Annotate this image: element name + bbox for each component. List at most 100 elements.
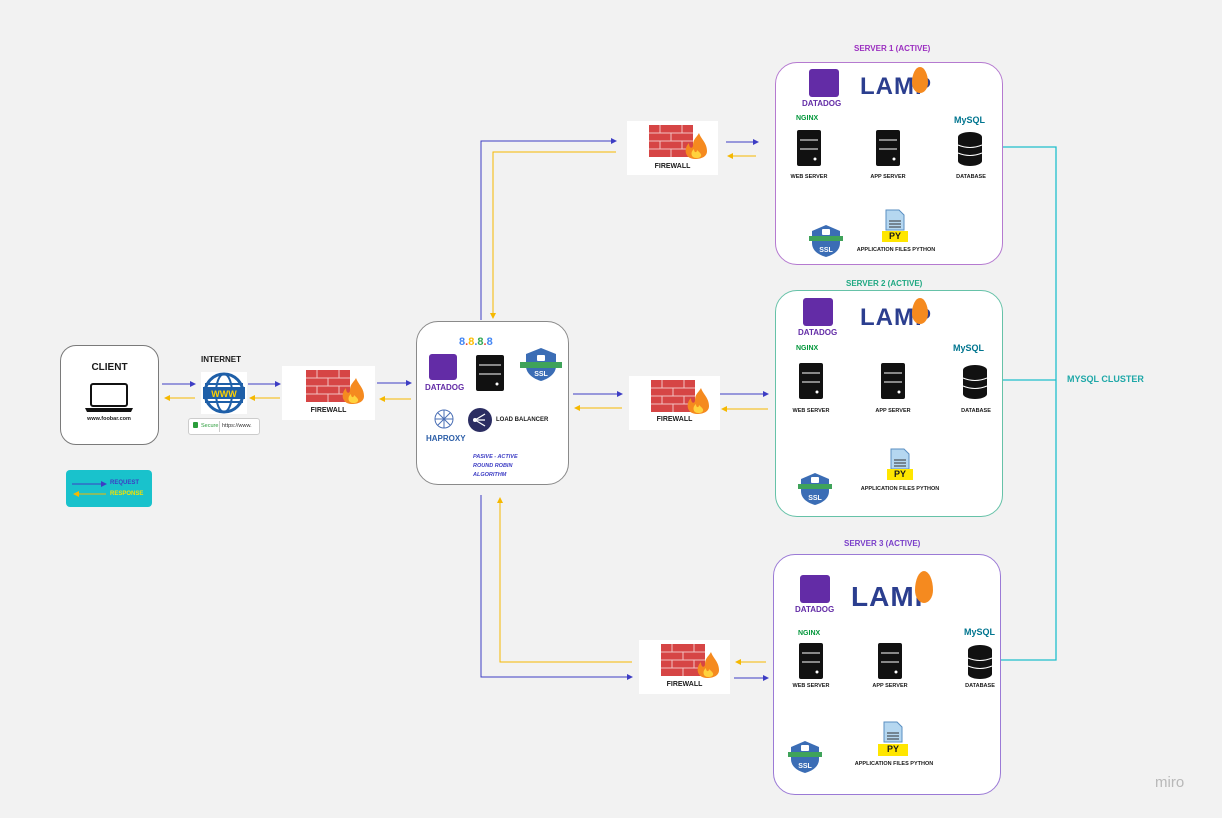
firewall-label: FIREWALL bbox=[310, 407, 347, 414]
ssl-shield-icon: SSL bbox=[798, 473, 832, 505]
globe-icon: WWW bbox=[203, 372, 245, 414]
legend-response: RESPONSE bbox=[110, 491, 144, 497]
mysql-cluster-label: MYSQL CLUSTER bbox=[1067, 374, 1144, 384]
web-server-label: WEB SERVER bbox=[792, 683, 830, 689]
firewall-label: FIREWALL bbox=[654, 163, 691, 170]
app-server-icon bbox=[881, 363, 905, 399]
datadog-icon bbox=[809, 69, 839, 97]
firewall-server2[interactable]: FIREWALL bbox=[629, 376, 720, 430]
nginx-logo: NGINX bbox=[796, 115, 819, 122]
client-node[interactable]: CLIENT www.foobar.com bbox=[60, 345, 159, 445]
response-path-server1 bbox=[490, 151, 616, 319]
laptop-icon bbox=[85, 383, 133, 412]
lb-note: PASIVE - ACTIVE ROUND ROBIN ALGORITHM bbox=[473, 454, 518, 478]
datadog-label: DATADOG bbox=[802, 99, 842, 108]
firewall-server1[interactable]: FIREWALL bbox=[627, 121, 718, 175]
legend-arrows bbox=[72, 481, 107, 497]
lamp-flame-icon bbox=[912, 67, 928, 93]
url-label: https://www. bbox=[222, 423, 252, 429]
legend: REQUEST RESPONSE bbox=[66, 470, 152, 507]
web-server-icon bbox=[797, 130, 821, 166]
py-badge: PY bbox=[882, 231, 908, 242]
mysql-logo: MySQL bbox=[964, 627, 996, 637]
database-icon bbox=[957, 132, 983, 166]
app-server-label: APP SERVER bbox=[872, 683, 908, 689]
firewall-icon bbox=[651, 380, 709, 414]
svg-text:SSL: SSL bbox=[819, 247, 833, 254]
datadog-label: DATADOG bbox=[795, 605, 835, 614]
ssl-shield-icon: SSL bbox=[788, 741, 822, 773]
server1-group[interactable]: DATADOG LAMP NGINX MySQL WEB SERVER APP … bbox=[775, 62, 1003, 265]
load-balancer-node[interactable]: 8.8.8.8 DATADOG SSL HAPROXY LOAD BALANCE… bbox=[416, 321, 569, 485]
datadog-icon bbox=[800, 575, 830, 603]
web-server-icon bbox=[799, 363, 823, 399]
lamp-flame-icon bbox=[912, 298, 928, 324]
ssl-shield-icon: SSL bbox=[809, 225, 843, 257]
datadog-label: DATADOG bbox=[798, 328, 838, 337]
database-icon bbox=[967, 645, 993, 679]
application-files-label: APPLICATION FILES PYTHON bbox=[860, 486, 940, 492]
firewall-server3[interactable]: FIREWALL bbox=[639, 640, 730, 694]
internet-globe: WWW bbox=[201, 372, 247, 414]
firewall-icon bbox=[306, 370, 364, 404]
web-server-label: WEB SERVER bbox=[790, 174, 828, 180]
datadog-icon bbox=[803, 298, 833, 326]
database-icon bbox=[962, 365, 988, 399]
lamp-logo: LAMP bbox=[858, 65, 932, 105]
py-badge: PY bbox=[878, 744, 908, 756]
server-icon bbox=[476, 355, 504, 391]
client-card: www.foobar.com bbox=[81, 378, 137, 422]
app-server-icon bbox=[876, 130, 900, 166]
server3-group[interactable]: DATADOG LAMP NGINX MySQL WEB SERVER APP … bbox=[773, 554, 1001, 795]
application-files-label: APPLICATION FILES PYTHON bbox=[854, 761, 934, 767]
miro-watermark: miro bbox=[1155, 774, 1185, 791]
app-server-icon bbox=[878, 643, 902, 679]
server2-title: SERVER 2 (ACTIVE) bbox=[846, 279, 923, 288]
mysql-cluster-link bbox=[990, 146, 1057, 661]
app-server-label: APP SERVER bbox=[875, 408, 911, 414]
client-title: CLIENT bbox=[91, 362, 128, 373]
py-badge: PY bbox=[887, 469, 913, 480]
lb-datadog-label: DATADOG bbox=[425, 383, 465, 392]
firewall-icon bbox=[661, 644, 719, 678]
server2-group[interactable]: DATADOG LAMP NGINX MySQL WEB SERVER APP … bbox=[775, 290, 1003, 517]
datadog-icon bbox=[429, 354, 457, 380]
mysql-logo: MySQL bbox=[954, 115, 986, 125]
secure-label: Secure bbox=[201, 423, 219, 429]
lb-haproxy-label: HAPROXY bbox=[426, 434, 466, 443]
firewall-entry[interactable]: FIREWALL bbox=[282, 366, 375, 420]
svg-text:SSL: SSL bbox=[534, 371, 548, 378]
python-file-icon bbox=[885, 209, 905, 231]
svg-text:SSL: SSL bbox=[808, 495, 822, 502]
database-label: DATABASE bbox=[961, 408, 991, 414]
nginx-logo: NGINX bbox=[796, 345, 819, 352]
database-label: DATABASE bbox=[956, 174, 986, 180]
application-files-label: APPLICATION FILES PYTHON bbox=[856, 247, 936, 253]
python-file-icon bbox=[890, 448, 910, 470]
load-balancer-icon bbox=[468, 408, 492, 432]
svg-text:WWW: WWW bbox=[211, 389, 237, 399]
server3-title: SERVER 3 (ACTIVE) bbox=[844, 539, 921, 548]
web-server-icon bbox=[799, 643, 823, 679]
web-server-label: WEB SERVER bbox=[792, 408, 830, 414]
request-path-server3 bbox=[480, 495, 633, 680]
svg-text:SSL: SSL bbox=[798, 763, 812, 770]
database-label: DATABASE bbox=[965, 683, 995, 689]
mysql-logo: MySQL bbox=[953, 343, 985, 353]
internet-title: INTERNET bbox=[201, 355, 241, 364]
nginx-logo: NGINX bbox=[798, 630, 821, 637]
lamp-flame-icon bbox=[915, 571, 933, 603]
response-path-server3 bbox=[497, 497, 632, 663]
lock-icon bbox=[193, 422, 198, 428]
firewall-icon bbox=[649, 125, 707, 159]
firewall-label: FIREWALL bbox=[666, 681, 703, 688]
lamp-logo: LAMP bbox=[849, 567, 939, 619]
browser-url-badge: Secure https://www. bbox=[188, 418, 260, 435]
server1-title: SERVER 1 (ACTIVE) bbox=[854, 44, 931, 53]
legend-request: REQUEST bbox=[110, 480, 140, 486]
lb-ip-address: 8.8.8.8 bbox=[459, 336, 493, 348]
app-server-label: APP SERVER bbox=[870, 174, 906, 180]
lamp-logo: LAMP bbox=[858, 296, 932, 336]
ssl-shield-icon: SSL bbox=[520, 348, 562, 381]
